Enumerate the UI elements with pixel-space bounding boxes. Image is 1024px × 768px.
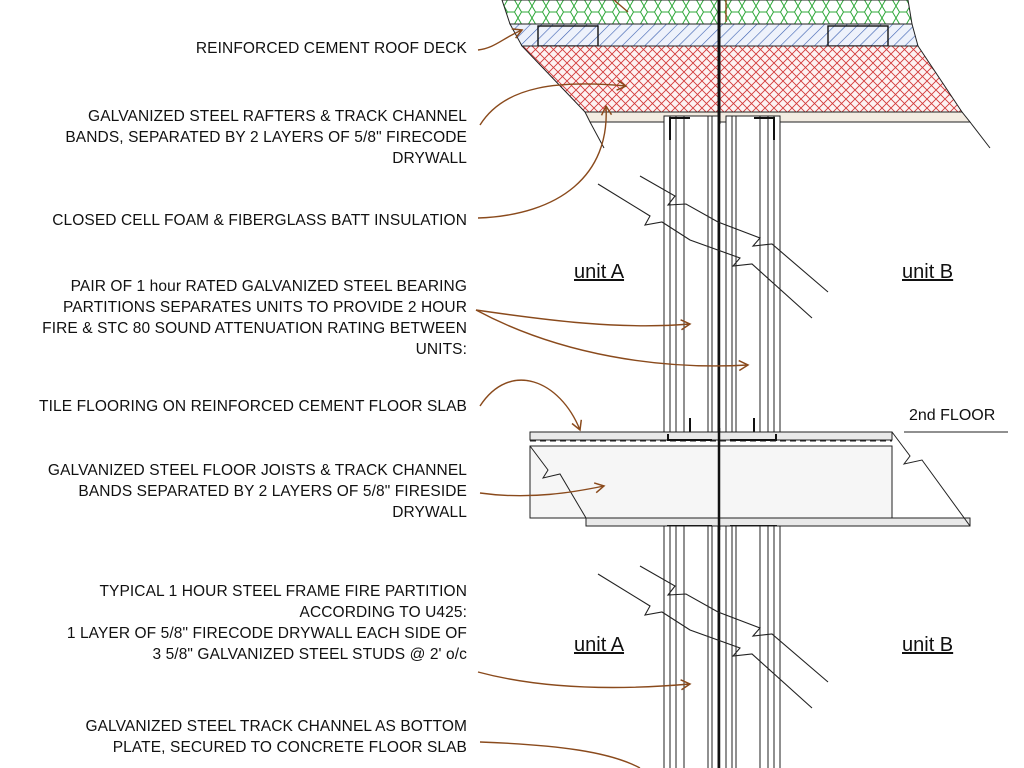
note-line: FIRE & STC 80 SOUND ATTENUATION RATING B… xyxy=(42,320,467,337)
roof-assembly xyxy=(501,0,991,149)
leader-typical-partition xyxy=(477,671,692,691)
note-line: GALVANIZED STEEL RAFTERS & TRACK CHANNEL xyxy=(88,108,467,125)
roof-insulation-layer xyxy=(520,45,963,113)
note-line: ACCORDING TO U425: xyxy=(299,604,467,621)
roof-leader-top xyxy=(613,0,629,13)
roof-green-roof-layer xyxy=(501,0,913,25)
lower-partition-pair xyxy=(663,525,781,768)
second-floor-assembly xyxy=(529,428,1008,532)
room-label-upper-unit-b: unit B xyxy=(902,261,954,283)
note-roof-deck: REINFORCED CEMENT ROOF DECK xyxy=(196,38,467,59)
leader-arrows xyxy=(475,28,750,768)
note-rafters: GALVANIZED STEEL RAFTERS & TRACK CHANNEL… xyxy=(65,106,467,169)
room-label-lower-unit-b: unit B xyxy=(902,634,954,656)
note-line: GALVANIZED STEEL FLOOR JOISTS & TRACK CH… xyxy=(47,462,467,479)
leader-tile-flooring xyxy=(479,379,583,432)
note-line: TILE FLOORING ON REINFORCED CEMENT FLOOR… xyxy=(39,398,467,415)
note-tile-flooring: TILE FLOORING ON REINFORCED CEMENT FLOOR… xyxy=(39,396,467,417)
leader-partitions-1 xyxy=(475,309,692,331)
note-line: BANDS SEPARATED BY 2 LAYERS OF 5/8" FIRE… xyxy=(78,483,467,500)
upper-break-lines xyxy=(597,175,829,319)
note-line: REINFORCED CEMENT ROOF DECK xyxy=(195,40,467,57)
note-insulation: CLOSED CELL FOAM & FIBERGLASS BATT INSUL… xyxy=(52,210,467,231)
note-typical-partition: TYPICAL 1 HOUR STEEL FRAME FIRE PARTITIO… xyxy=(67,581,467,665)
leader-floor-joists xyxy=(479,482,606,497)
note-line: 1 LAYER OF 5/8" FIRECODE DRYWALL EACH SI… xyxy=(66,625,467,642)
note-bottom-plate: GALVANIZED STEEL TRACK CHANNEL AS BOTTOM… xyxy=(85,716,467,758)
leader-partitions-2 xyxy=(475,309,750,372)
note-line: PLATE, SECURED TO CONCRETE FLOOR SLAB xyxy=(112,739,467,756)
room-label-lower-unit-a: unit A xyxy=(574,634,625,656)
leader-roof-deck xyxy=(477,28,524,51)
roof-deck-layer xyxy=(509,23,919,47)
leader-bottom-plate xyxy=(479,741,641,768)
note-line: CLOSED CELL FOAM & FIBERGLASS BATT INSUL… xyxy=(52,212,467,229)
leader-insulation xyxy=(477,104,613,219)
note-line: 3 5/8" GALVANIZED STEEL STUDS @ 2' o/c xyxy=(152,646,467,663)
note-line: GALVANIZED STEEL TRACK CHANNEL AS BOTTOM xyxy=(85,718,467,735)
note-line: PARTITIONS SEPARATES UNITS TO PROVIDE 2 … xyxy=(62,299,467,316)
note-line: PAIR OF 1 hour RATED GALVANIZED STEEL BE… xyxy=(70,278,467,295)
lower-break-lines xyxy=(597,565,829,709)
note-line: DRYWALL xyxy=(392,150,467,167)
note-floor-joists: GALVANIZED STEEL FLOOR JOISTS & TRACK CH… xyxy=(48,460,467,523)
floor-level-label: 2nd FLOOR xyxy=(909,407,996,424)
note-line: BANDS, SEPARATED BY 2 LAYERS OF 5/8" FIR… xyxy=(65,129,467,146)
upper-partition-pair xyxy=(663,115,781,439)
roof-slope-line-right xyxy=(969,121,991,149)
leader-rafters xyxy=(479,79,628,126)
note-partitions: PAIR OF 1 hour RATED GALVANIZED STEEL BE… xyxy=(42,276,467,360)
note-line: TYPICAL 1 HOUR STEEL FRAME FIRE PARTITIO… xyxy=(99,583,467,600)
note-line: DRYWALL xyxy=(392,504,467,521)
room-label-upper-unit-a: unit A xyxy=(574,261,625,283)
note-line: UNITS: xyxy=(415,341,467,358)
